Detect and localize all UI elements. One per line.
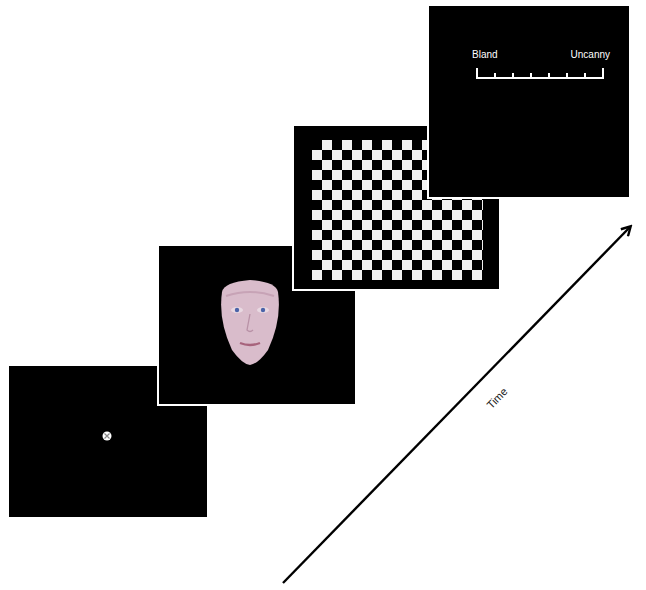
time-arrow <box>283 227 630 583</box>
scale-anchor: Uncanny <box>571 49 610 61</box>
fixation-cross <box>105 434 110 439</box>
fixation-dot <box>103 432 112 441</box>
axis-label: Time <box>484 385 509 411</box>
rating-screen: Bland Uncanny <box>428 5 630 198</box>
face-stimulus <box>221 280 279 365</box>
rating-scale <box>477 68 603 78</box>
scale-anchor-row: Bland Uncanny <box>472 49 610 61</box>
rating-panel <box>428 5 630 198</box>
scale-anchor: Bland <box>472 49 498 61</box>
